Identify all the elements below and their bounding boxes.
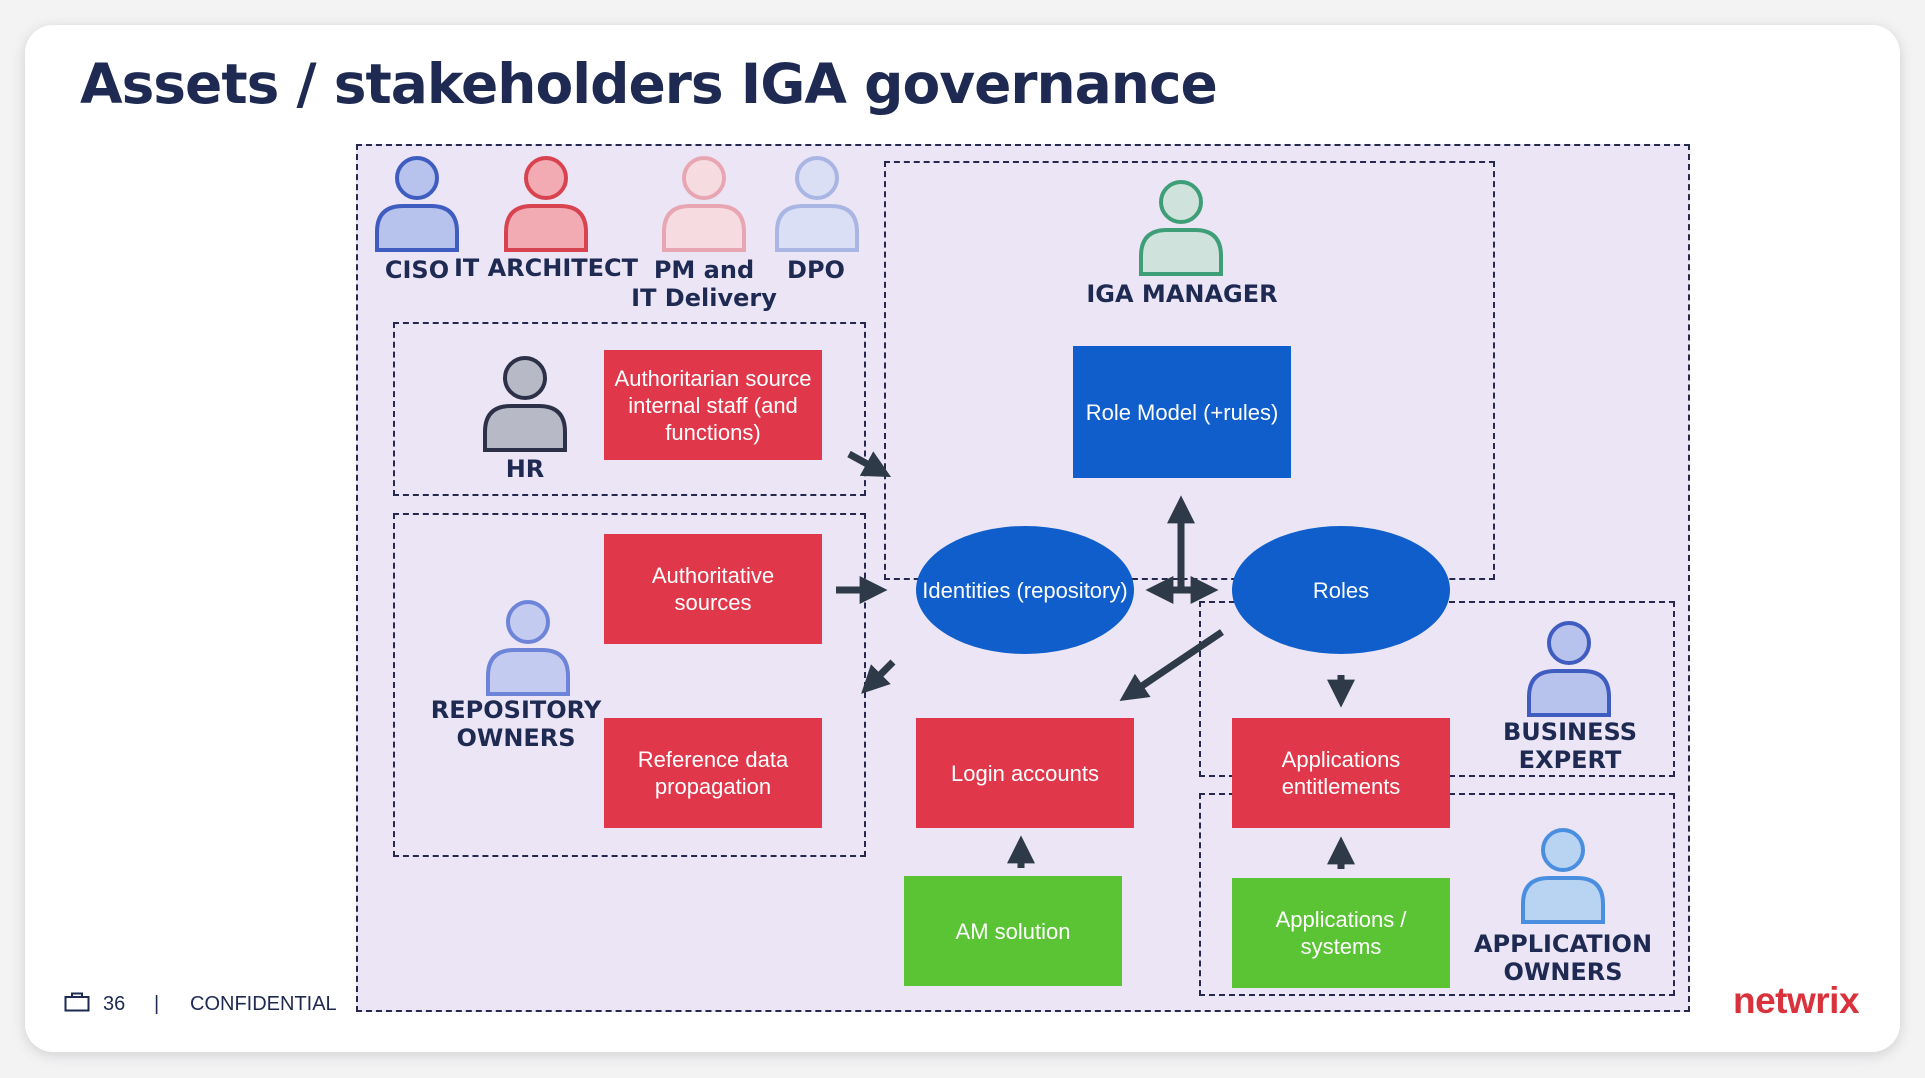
repository-owners-label: REPOSITORY OWNERS	[430, 696, 602, 752]
business-expert-person-icon	[1527, 621, 1611, 717]
application-owners-label: APPLICATION OWNERS	[1473, 930, 1653, 986]
hr-label: HR	[505, 455, 545, 483]
am-solution-box: AM solution	[904, 876, 1122, 986]
identities-ellipse: Identities (repository)	[916, 526, 1134, 654]
role-model-box: Role Model (+rules)	[1073, 346, 1291, 478]
ciso-person-icon	[375, 156, 459, 252]
briefcase-icon	[64, 992, 90, 1012]
it-architect-person-icon	[504, 156, 588, 252]
arrow-identities-to-reference	[861, 659, 896, 694]
iga-manager-label: IGA MANAGER	[1086, 280, 1278, 308]
dpo-label: DPO	[787, 256, 845, 284]
applications-systems-box: Applications / systems	[1232, 878, 1450, 988]
pm-label: PM and IT Delivery	[631, 256, 777, 312]
pm-person-icon	[662, 156, 746, 252]
dpo-person-icon	[775, 156, 859, 252]
netwrix-logo: netwrix	[1733, 980, 1860, 1021]
arrow-authoritarian-to-identities	[847, 450, 892, 478]
business-expert-label: BUSINESS EXPERT	[1503, 718, 1637, 774]
roles-ellipse: Roles	[1232, 526, 1450, 654]
footer-separator: |	[154, 993, 160, 1015]
page-number: 36	[103, 993, 126, 1015]
it-architect-label: IT ARCHITECT	[453, 254, 639, 282]
applications-entitlements-box: Applications entitlements	[1232, 718, 1450, 828]
authoritative-sources-box: Authoritative sources	[604, 534, 822, 644]
ciso-label: CISO	[384, 256, 450, 284]
iga-manager-person-icon	[1139, 180, 1223, 276]
application-owners-person-icon	[1521, 828, 1605, 924]
repository-owners-person-icon	[486, 600, 570, 696]
authoritarian-source-box: Authoritarian source internal staff (and…	[604, 350, 822, 460]
confidential-label: CONFIDENTIAL	[190, 993, 337, 1015]
arrow-roles-to-login	[1119, 629, 1224, 702]
hr-person-icon	[483, 356, 567, 452]
page-title: Assets / stakeholders IGA governance	[80, 52, 1218, 116]
login-accounts-box: Login accounts	[916, 718, 1134, 828]
reference-data-box: Reference data propagation	[604, 718, 822, 828]
